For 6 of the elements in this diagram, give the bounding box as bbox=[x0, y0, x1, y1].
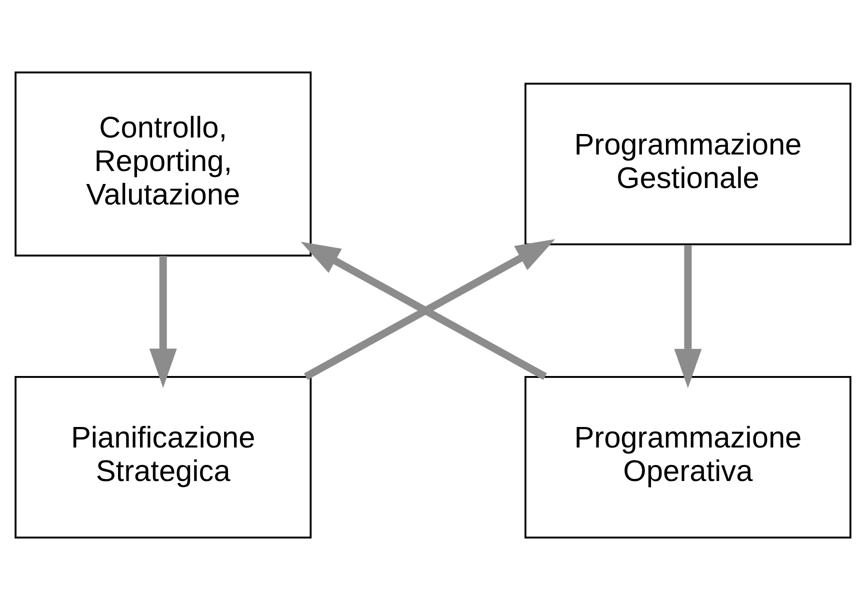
node-box: Controllo, Reporting, Valutazione bbox=[14, 72, 312, 256]
node-box: Programmazione Gestionale bbox=[524, 82, 852, 246]
arrow bbox=[149, 256, 177, 388]
node-box: Pianificazione Strategica bbox=[14, 376, 312, 538]
node-box: Programmazione Operativa bbox=[524, 376, 852, 538]
arrow bbox=[674, 244, 702, 388]
